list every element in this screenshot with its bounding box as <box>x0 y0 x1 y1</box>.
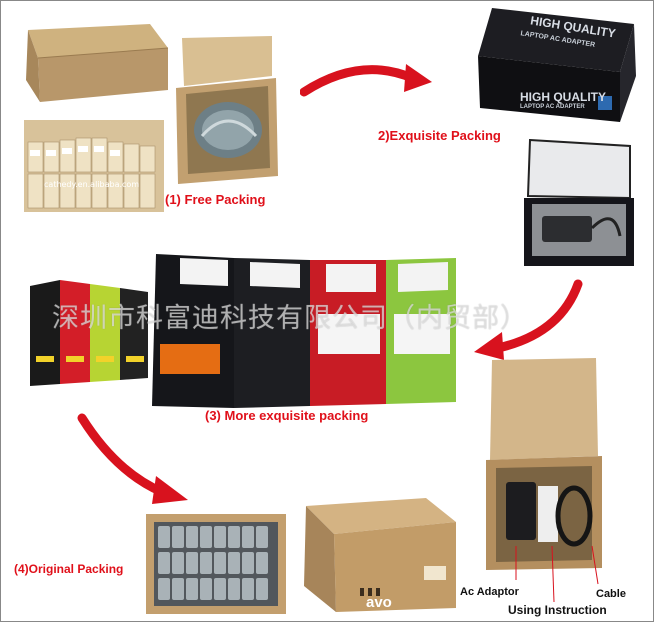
company-watermark: 深圳市科富迪科技有限公司（内贸部） <box>52 303 528 334</box>
open-box-contents <box>486 358 602 570</box>
open-black-box <box>524 138 634 266</box>
stacked-boxes-photo <box>24 120 164 212</box>
callout-cable: Cable <box>596 588 626 600</box>
callout-using-instruction: Using Instruction <box>508 603 607 617</box>
caption-original-packing: (4)Original Packing <box>14 562 124 576</box>
black-gift-box <box>478 8 636 122</box>
caption-free-packing: (1) Free Packing <box>165 192 266 207</box>
bulk-adapter-box <box>146 514 286 614</box>
caption-more-exquisite: (3) More exquisite packing <box>205 408 369 423</box>
caption-exquisite-packing: 2)Exquisite Packing <box>378 128 501 143</box>
closed-cardboard-box <box>26 24 169 102</box>
photo-credit: cathedy.en.alibaba.com <box>44 180 140 189</box>
sealed-carton <box>304 498 456 612</box>
red-arrow-icon <box>474 279 583 360</box>
slim-color-boxes <box>30 280 148 386</box>
red-arrow-icon <box>300 64 432 97</box>
box-laptop-adapter-front: LAPTOP AC ADAPTER <box>520 104 585 110</box>
box-high-quality-front: HIGH QUALITY <box>520 90 606 104</box>
bottom-watermark: avo <box>366 594 392 611</box>
red-arrow-icon <box>77 413 188 504</box>
open-box-with-adapter <box>176 36 278 184</box>
callout-lines <box>515 545 599 603</box>
callout-ac-adaptor: Ac Adaptor <box>460 586 519 598</box>
retail-boxes <box>152 254 456 408</box>
